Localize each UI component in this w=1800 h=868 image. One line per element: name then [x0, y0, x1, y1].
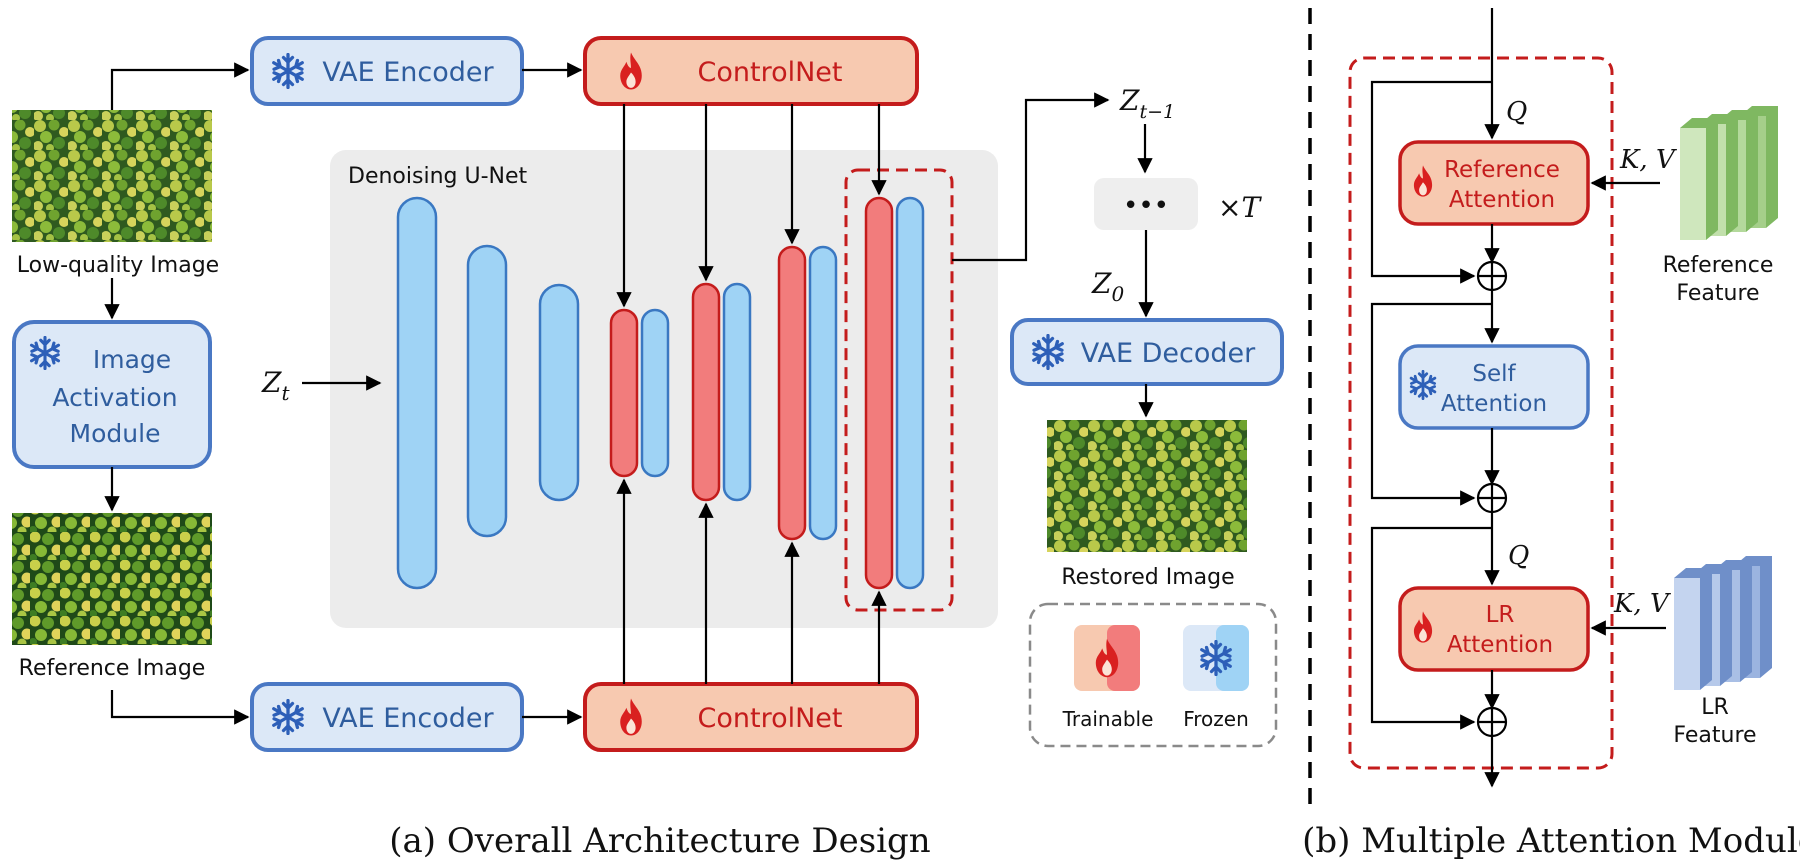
- unet-block-blue: [538, 283, 580, 502]
- unet-block-blue: [895, 196, 925, 590]
- residual-3: [1370, 526, 1492, 730]
- kv-bottom-label: K, V: [1613, 589, 1671, 619]
- unet-block-blue: [808, 245, 838, 541]
- add-node: [1476, 482, 1508, 514]
- image-activation-line2: Activation: [52, 383, 177, 412]
- lr-feature-line1: LR: [1701, 695, 1729, 720]
- arrow-unet-to-zt1: [952, 92, 1110, 262]
- legend-box: [1028, 602, 1278, 748]
- self-attention: [1398, 344, 1590, 430]
- lr-attention-line2: Attention: [1447, 632, 1553, 658]
- self-attention-line1: Self: [1472, 361, 1516, 387]
- vae-encoder-top-label: VAE Encoder: [322, 57, 494, 88]
- unet-block-red: [691, 282, 721, 502]
- controlnet-top-label: ControlNet: [698, 57, 843, 88]
- legend-trainable-swatch-half: [1107, 625, 1140, 691]
- reference-feature-line2: Feature: [1676, 281, 1759, 306]
- legend-frozen-label: Frozen: [1183, 707, 1249, 731]
- low-quality-image-label: Low-quality Image: [17, 253, 219, 278]
- residual-2: [1370, 302, 1492, 506]
- iteration-dots-box: [1094, 178, 1198, 230]
- image-activation-line3: Module: [70, 419, 161, 448]
- q-bottom-label: Q: [1508, 541, 1529, 571]
- attention-module-box: [1348, 56, 1614, 770]
- kv-top-label: K, V: [1619, 145, 1677, 175]
- caption-a: (a) Overall Architecture Design: [389, 821, 930, 861]
- reference-feature-stack: [1680, 106, 1778, 240]
- lr-feature-stack: [1674, 556, 1772, 690]
- reference-attention-line2: Attention: [1449, 187, 1555, 213]
- reference-feature-line1: Reference: [1663, 253, 1774, 278]
- controlnet-bottom: [583, 682, 919, 752]
- zt-label: Zt: [261, 366, 290, 405]
- reference-attention-line1: Reference: [1444, 157, 1560, 183]
- unet-block-blue: [396, 196, 438, 590]
- q-top-label: Q: [1506, 97, 1527, 127]
- unet-block-blue: [722, 282, 752, 502]
- controlnet-bottom-label: ControlNet: [698, 703, 843, 734]
- iteration-dots: •••: [1123, 191, 1169, 221]
- reference-attention: [1398, 140, 1590, 226]
- times-t-label: ×T: [1218, 191, 1262, 224]
- add-node: [1476, 706, 1508, 738]
- reference-image: [12, 513, 212, 645]
- lr-feature-line2: Feature: [1673, 723, 1756, 748]
- caption-b: (b) Multiple Attention Module: [1302, 821, 1800, 861]
- vae-encoder-bottom-label: VAE Encoder: [322, 703, 494, 734]
- lr-attention: [1398, 586, 1590, 672]
- image-activation-line1: Image: [93, 345, 171, 374]
- unet-block-blue: [466, 244, 508, 538]
- restored-image-label: Restored Image: [1061, 565, 1234, 590]
- unet-block-red: [609, 308, 639, 478]
- unet-block-blue: [640, 308, 670, 478]
- arrow-ref-to-vae-bottom: [110, 690, 250, 725]
- z0-label: Z0: [1091, 267, 1124, 306]
- reference-image-label: Reference Image: [19, 656, 206, 681]
- self-attention-line2: Attention: [1441, 391, 1547, 417]
- unet-block-red: [777, 245, 807, 541]
- denoising-unet-label: Denoising U-Net: [348, 164, 528, 189]
- legend-frozen-swatch-half: [1216, 625, 1249, 691]
- unet-block-red: [864, 196, 894, 590]
- vae-decoder-label: VAE Decoder: [1081, 338, 1256, 369]
- restored-image: [1047, 420, 1247, 552]
- lr-attention-line1: LR: [1486, 602, 1515, 628]
- arrow-lq-to-vae-top: [110, 62, 250, 110]
- add-node: [1476, 260, 1508, 292]
- controlnet-top: [583, 36, 919, 106]
- residual-1: [1370, 80, 1492, 284]
- legend-trainable-label: Trainable: [1062, 707, 1154, 731]
- zt1-label: Zt−1: [1119, 84, 1175, 123]
- highlight-box: [844, 168, 954, 612]
- low-quality-image: [12, 110, 212, 242]
